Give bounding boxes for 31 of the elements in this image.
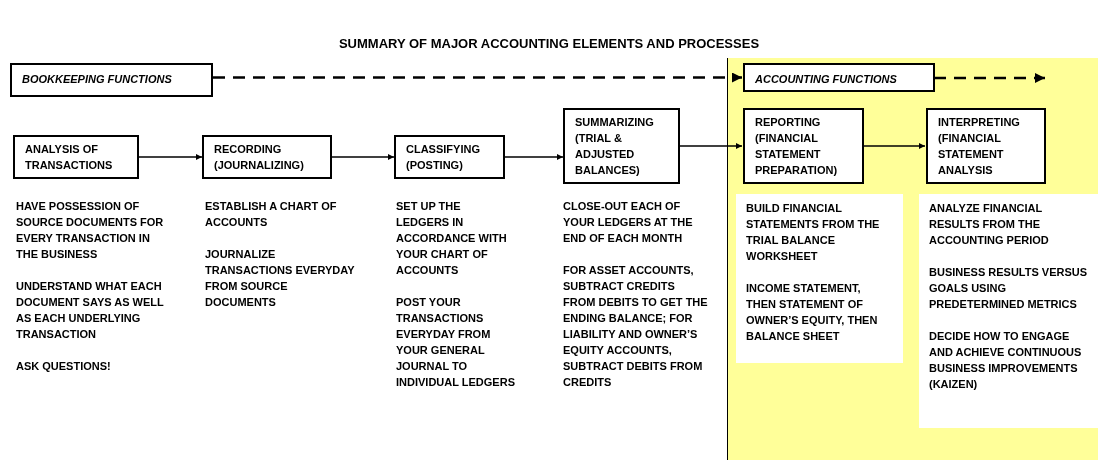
highlight-band bbox=[727, 58, 1098, 460]
process-box: ANALYSIS OF TRANSACTIONS bbox=[13, 135, 139, 179]
function-box: BOOKKEEPING FUNCTIONS bbox=[10, 63, 213, 97]
description-text: ESTABLISH A CHART OF ACCOUNTS bbox=[205, 199, 338, 230]
function-box: ACCOUNTING FUNCTIONS bbox=[743, 63, 935, 92]
process-box: CLASSIFYING (POSTING) bbox=[394, 135, 505, 179]
description-text: JOURNALIZE TRANSACTIONS EVERYDAY FROM SOURCE DOCUMENTS bbox=[205, 247, 355, 310]
process-box: INTERPRETING (FINANCIAL STATEMENT ANALYSIS bbox=[926, 108, 1046, 184]
process-box: SUMMARIZING (TRIAL & ADJUSTED BALANCES) bbox=[563, 108, 680, 184]
description-text: DECIDE HOW TO ENGAGE AND ACHIEVE CONTINUOUS BUSINESS IMPROVEMENTS (KAIZEN) bbox=[929, 329, 1083, 392]
description-text: UNDERSTAND WHAT EACH DOCUMENT SAYS AS WELL AS EACH UNDERLYING TRANSACTION bbox=[16, 279, 165, 342]
description-text: ANALYZE FINANCIAL RESULTS FROM THE ACCOUNTING PERIOD bbox=[929, 201, 1050, 248]
description-text: SET UP THE LEDGERS IN ACCORDANCE WITH YOUR CHART OF ACCOUNTS bbox=[396, 199, 508, 278]
description-text: ASK QUESTIONS! bbox=[16, 359, 112, 374]
arrow bbox=[138, 154, 203, 160]
description-text: FOR ASSET ACCOUNTS, SUBTRACT CREDITS FROM DEBITS TO GET THE ENDING BALANCE; FOR LIABILITY AND OWNER’S EQUITY ACCOUNTS, SUBTRACT DEBITS FROM CREDITS bbox=[563, 263, 708, 390]
arrow bbox=[213, 72, 742, 83]
arrow bbox=[331, 154, 395, 160]
process-box: REPORTING (FINANCIAL STATEMENT PREPARATION) bbox=[743, 108, 864, 184]
description-text: POST YOUR TRANSACTIONS EVERYDAY FROM YOUR GENERAL JOURNAL TO INDIVIDUAL LEDGERS bbox=[396, 295, 516, 390]
description-text: HAVE POSSESSION OF SOURCE DOCUMENTS FOR EVERY TRANSACTION IN THE BUSINESS bbox=[16, 199, 165, 262]
description-text: INCOME STATEMENT, THEN STATEMENT OF OWNER’S EQUITY, THEN BALANCE SHEET bbox=[746, 281, 879, 344]
arrow bbox=[934, 73, 1045, 83]
description-text: BUSINESS RESULTS VERSUS GOALS USING PREDETERMINED METRICS bbox=[929, 265, 1089, 312]
description-text: CLOSE-OUT EACH OF YOUR LEDGERS AT THE END OF EACH MONTH bbox=[563, 199, 694, 246]
arrow bbox=[504, 154, 564, 160]
arrow bbox=[862, 143, 926, 149]
arrow bbox=[679, 143, 743, 149]
diagram-title: SUMMARY OF MAJOR ACCOUNTING ELEMENTS AND PROCESSES bbox=[337, 36, 761, 51]
process-box: RECORDING (JOURNALIZING) bbox=[202, 135, 332, 179]
description-text: BUILD FINANCIAL STATEMENTS FROM THE TRIAL BALANCE WORKSHEET bbox=[746, 201, 881, 264]
